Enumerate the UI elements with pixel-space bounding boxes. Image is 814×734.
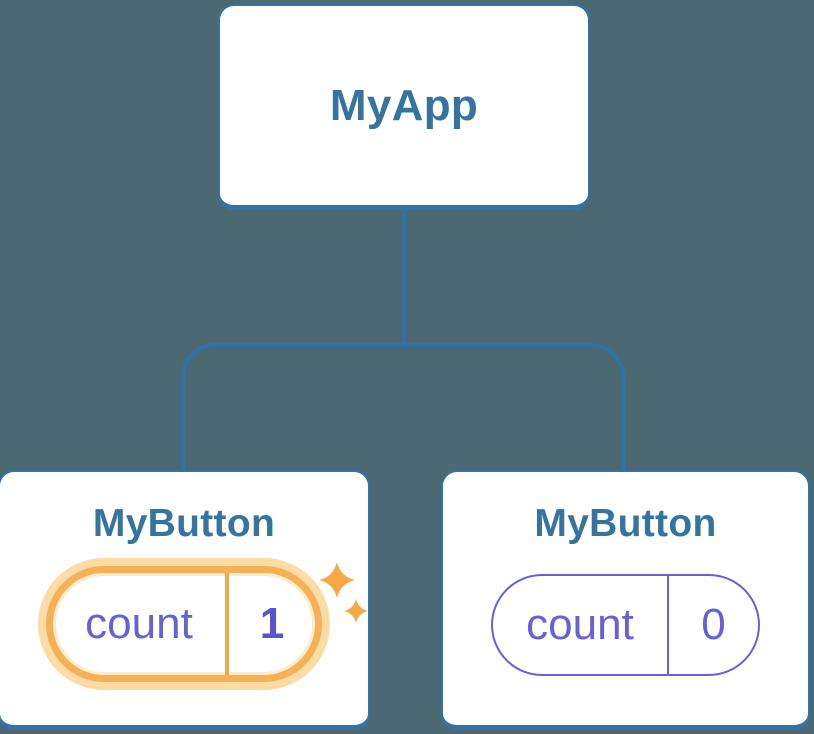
state-pill-highlighted: count 1 (46, 566, 322, 682)
root-node-label: MyApp (329, 80, 479, 130)
connector-branch-bracket (181, 343, 625, 471)
state-key-label: count (526, 600, 634, 649)
state-pill-plain: count 0 (491, 574, 760, 676)
state-pill-highlight-glow: count 1 (38, 558, 330, 690)
connector-trunk-line (402, 208, 406, 345)
state-key-label: count (85, 599, 193, 648)
state-pill-divider (225, 573, 229, 675)
child-node-left-card: MyButton count 1 (0, 470, 370, 730)
state-value: 0 (701, 600, 726, 649)
state-pill-divider (667, 576, 669, 674)
child-node-right-label: MyButton (534, 502, 717, 545)
child-node-left-label: MyButton (92, 502, 276, 545)
root-node-card: MyApp (218, 4, 590, 210)
child-node-right-card: MyButton count 0 (441, 470, 810, 730)
state-value: 1 (259, 599, 285, 648)
